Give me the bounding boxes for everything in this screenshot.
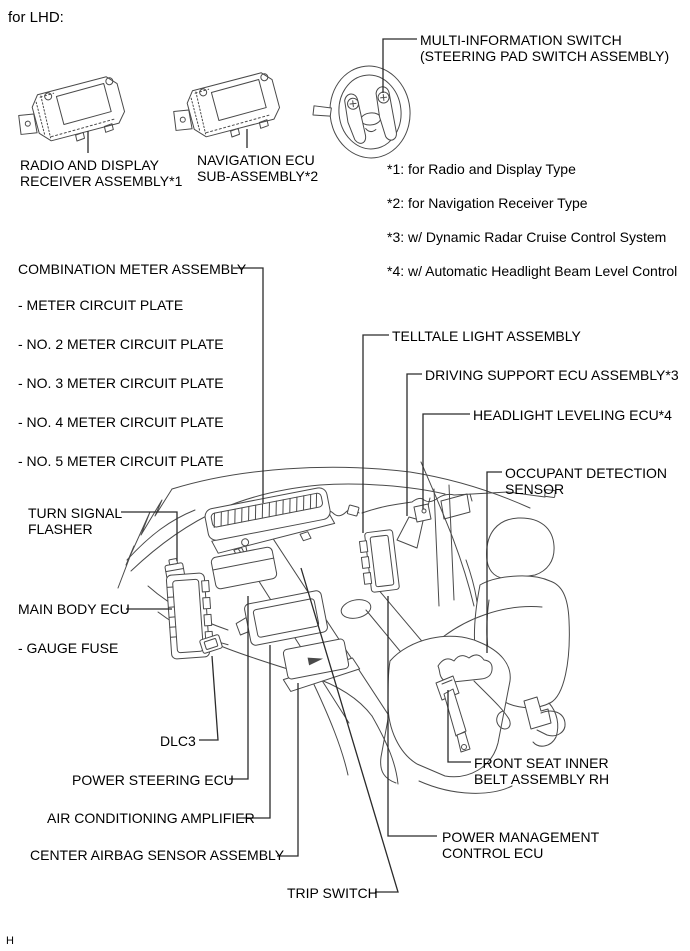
steering-wheel-illustration [312, 65, 411, 159]
footnote-2: *2: for Navigation Receiver Type [387, 195, 588, 211]
label-ac-amplifier: AIR CONDITIONING AMPLIFIER [47, 810, 255, 826]
label-occupant-detection: OCCUPANT DETECTION SENSOR [505, 465, 668, 497]
dlc3-illustration [199, 634, 229, 654]
label-dlc3: DLC3 [160, 733, 196, 749]
label-combination-meter: COMBINATION METER ASSEMBLY [18, 261, 247, 277]
leader-ac-amplifier [243, 645, 271, 819]
label-meter-plate-2: - NO. 2 METER CIRCUIT PLATE [18, 336, 224, 352]
ecu-bracket-illustration [396, 503, 432, 549]
leader-multi-info-switch [382, 38, 417, 93]
label-gauge-fuse: - GAUGE FUSE [18, 640, 119, 656]
center-airbag-sensor-illustration [282, 638, 361, 692]
leader-headlight-leveling [422, 413, 470, 509]
leader-driving-support [406, 373, 422, 516]
label-main-body-ecu: MAIN BODY ECU [18, 601, 130, 617]
ac-amplifier-illustration [235, 590, 328, 646]
label-telltale: TELLTALE LIGHT ASSEMBLY [392, 328, 581, 344]
power-steering-ecu-illustration [210, 538, 278, 590]
footnote-1: *1: for Radio and Display Type [387, 161, 576, 177]
leader-power-steering [229, 596, 249, 780]
label-trip-switch: TRIP SWITCH [287, 885, 378, 901]
footnote-3: *3: w/ Dynamic Radar Cruise Control Syst… [387, 229, 667, 245]
leader-turn-signal [121, 511, 178, 561]
label-driving-support: DRIVING SUPPORT ECU ASSEMBLY*3 [425, 367, 679, 383]
leader-center-airbag [277, 683, 299, 857]
label-meter-plate-5: - NO. 5 METER CIRCUIT PLATE [18, 453, 224, 469]
page-mark: H [6, 935, 14, 947]
leader-front-seat-belt [447, 690, 471, 763]
label-center-airbag: CENTER AIRBAG SENSOR ASSEMBLY [30, 847, 285, 863]
label-headlight-leveling: HEADLIGHT LEVELING ECU*4 [473, 407, 672, 423]
front-seat-illustration [380, 517, 570, 794]
label-radio-receiver: RADIO AND DISPLAY RECEIVER ASSEMBLY*1 [20, 157, 183, 189]
footnote-4: *4: w/ Automatic Headlight Beam Level Co… [387, 263, 678, 279]
navigation-ecu-illustration [167, 70, 285, 150]
power-management-ecu-illustration [358, 529, 400, 593]
leader-telltale [362, 334, 389, 533]
label-meter-plate-3: - NO. 3 METER CIRCUIT PLATE [18, 375, 224, 391]
label-navigation-ecu: NAVIGATION ECU SUB-ASSEMBLY*2 [197, 152, 319, 184]
leader-occupant-detection [486, 471, 502, 653]
leader-lines [87, 38, 502, 893]
variant-header: for LHD: [8, 9, 64, 26]
label-meter-plate-1: - METER CIRCUIT PLATE [18, 297, 184, 313]
radio-receiver-illustration [12, 74, 130, 154]
label-meter-plate-4: - NO. 4 METER CIRCUIT PLATE [18, 414, 224, 430]
leader-trip-switch [300, 567, 399, 893]
main-body-ecu-illustration [165, 572, 214, 660]
label-turn-signal-flasher: TURN SIGNAL FLASHER [28, 505, 123, 537]
label-multi-info-switch: MULTI-INFORMATION SWITCH (STEERING PAD S… [420, 32, 670, 64]
leader-combination-meter [233, 267, 264, 503]
leader-power-management [387, 596, 437, 837]
label-power-management: POWER MANAGEMENT CONTROL ECU [442, 829, 600, 861]
leader-dlc3 [199, 655, 219, 741]
label-front-seat-inner-belt: FRONT SEAT INNER BELT ASSEMBLY RH [474, 755, 610, 787]
label-power-steering: POWER STEERING ECU [72, 772, 234, 788]
